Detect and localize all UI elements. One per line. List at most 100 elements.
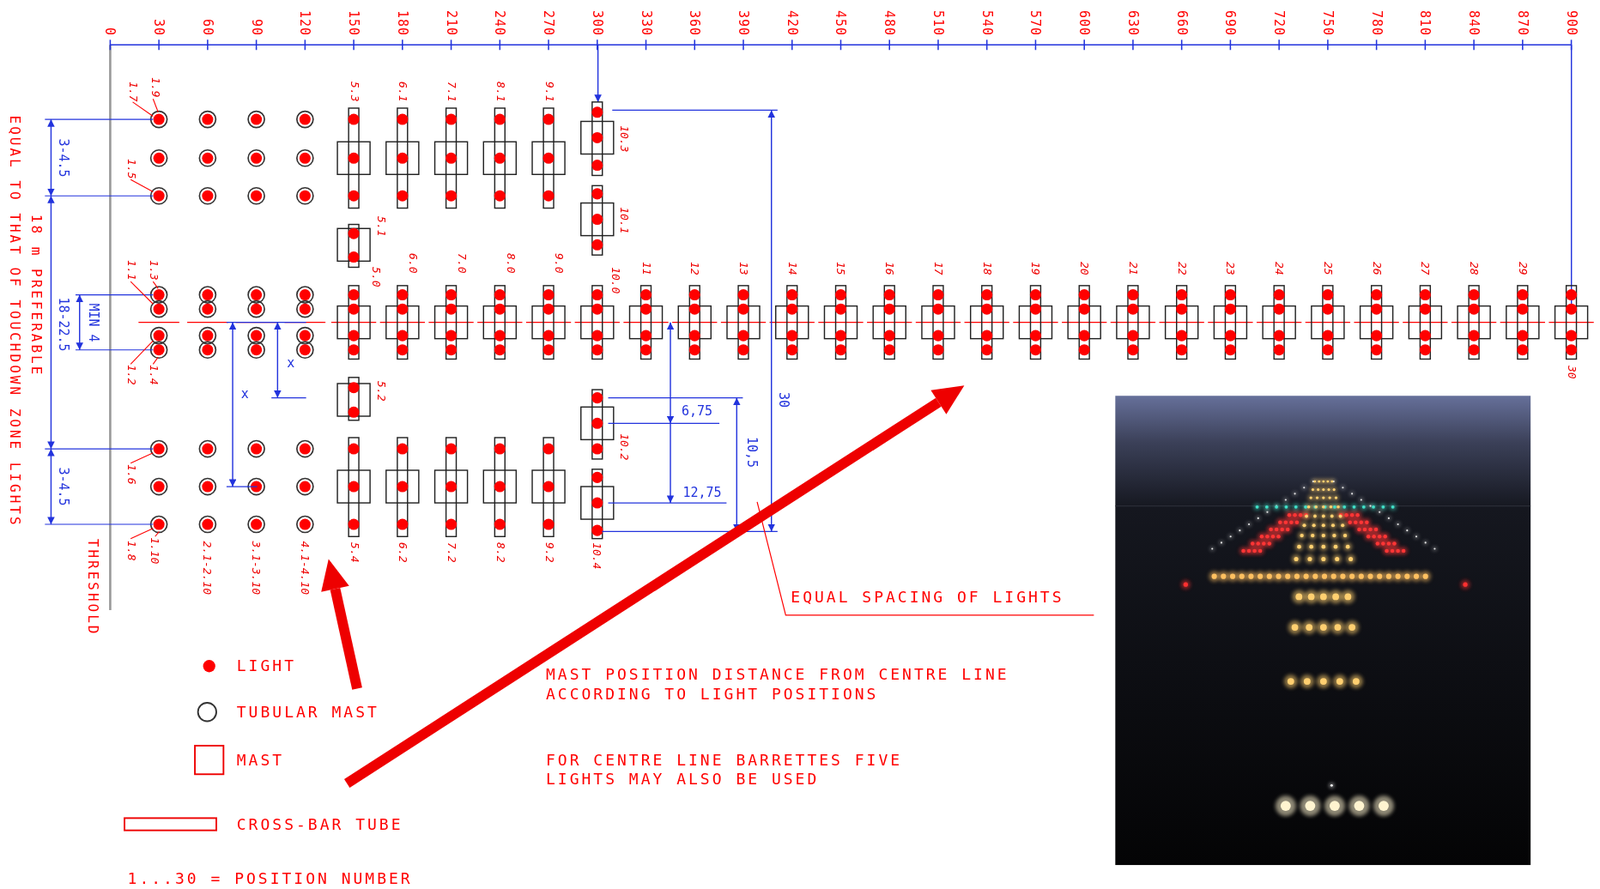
label-text: 720 bbox=[1271, 10, 1287, 37]
photo-light-halo bbox=[1395, 522, 1400, 527]
photo-light-halo bbox=[1300, 570, 1311, 582]
light bbox=[201, 330, 213, 342]
photo-light-halo bbox=[1351, 503, 1358, 511]
photo-light-halo bbox=[1326, 486, 1332, 492]
scale-tick bbox=[937, 39, 940, 50]
tubular-mast bbox=[199, 111, 216, 128]
tubular-mast bbox=[199, 150, 216, 167]
light bbox=[1127, 303, 1139, 316]
label-text: 30 bbox=[1564, 365, 1578, 380]
photo-light-halo bbox=[1316, 674, 1331, 689]
light bbox=[1516, 344, 1528, 356]
photo-light-halo bbox=[1333, 674, 1347, 689]
photo-light-halo bbox=[1300, 674, 1315, 689]
photo-light bbox=[1386, 574, 1392, 580]
label-text: 660 bbox=[1174, 10, 1190, 37]
photo-light-halo bbox=[1341, 590, 1356, 605]
label-text: 810 bbox=[1417, 10, 1433, 37]
position-number: 22 bbox=[1175, 261, 1189, 276]
photo-light bbox=[1284, 520, 1289, 525]
label-text: EQUAL TO THAT OF TOUCHDOWN ZONE LIGHTS bbox=[6, 115, 23, 528]
leader-line bbox=[152, 281, 158, 289]
light bbox=[299, 443, 311, 455]
light bbox=[1321, 344, 1334, 356]
dimension-line bbox=[597, 44, 599, 103]
photo-light bbox=[1390, 549, 1395, 554]
photo-light bbox=[1183, 582, 1188, 588]
dimension-label: 30 bbox=[775, 392, 792, 408]
cross-bar-tube bbox=[348, 285, 359, 360]
photo-light bbox=[1395, 549, 1400, 554]
dimension-label: x bbox=[286, 355, 295, 371]
light bbox=[250, 518, 262, 530]
label-text: 20 bbox=[1078, 261, 1091, 276]
light bbox=[1370, 303, 1382, 316]
light bbox=[591, 159, 603, 171]
distance-number: 0 bbox=[102, 27, 118, 37]
label-text: 210 bbox=[443, 10, 460, 37]
light bbox=[543, 518, 555, 530]
photo-light bbox=[1307, 505, 1311, 510]
distance-number: 570 bbox=[1027, 10, 1043, 37]
dimension-label: MIN 4 bbox=[84, 303, 101, 342]
photo-light-halo bbox=[1387, 516, 1391, 521]
label-text: 8.2 bbox=[493, 542, 507, 563]
distance-number: 90 bbox=[248, 18, 265, 37]
position-number: 16 bbox=[882, 261, 897, 276]
legend-sample bbox=[124, 818, 217, 831]
photo-light bbox=[1265, 505, 1269, 510]
extension-line bbox=[75, 349, 153, 351]
photo-light bbox=[1285, 527, 1291, 533]
distance-number: 630 bbox=[1125, 10, 1141, 37]
light bbox=[250, 114, 262, 126]
photo-light bbox=[1258, 549, 1263, 554]
photo-light bbox=[1261, 541, 1267, 546]
light bbox=[981, 303, 993, 316]
centre-line-mark bbox=[1110, 321, 1156, 323]
photo-light bbox=[1293, 492, 1296, 495]
photo-light-halo bbox=[1218, 570, 1229, 582]
photo-light bbox=[1333, 505, 1337, 510]
cross-bar-tube bbox=[689, 285, 700, 360]
light bbox=[1127, 344, 1139, 356]
photo-light bbox=[1364, 520, 1370, 525]
light bbox=[250, 190, 262, 202]
mast bbox=[337, 141, 370, 175]
light bbox=[543, 443, 555, 455]
label-text: 18 m PREFERABLE bbox=[28, 214, 45, 378]
cross-bar-tube bbox=[348, 437, 359, 537]
light bbox=[494, 518, 506, 530]
legend-text: TUBULAR MAST bbox=[236, 703, 380, 722]
position-number: 3.1-3.10 bbox=[249, 540, 264, 595]
photo-light-halo bbox=[1291, 570, 1303, 582]
dimension-label: 3-4.5 bbox=[55, 139, 72, 178]
centre-line-mark bbox=[1305, 321, 1351, 323]
light bbox=[348, 303, 360, 316]
leader-line bbox=[130, 179, 153, 192]
light bbox=[591, 392, 603, 404]
tubular-mast bbox=[248, 341, 265, 358]
light bbox=[250, 330, 262, 342]
photo-light-halo bbox=[1353, 511, 1362, 520]
photo-light bbox=[1332, 533, 1336, 538]
position-number: 7.2 bbox=[444, 542, 459, 563]
light bbox=[348, 114, 360, 126]
position-number: 9.1 bbox=[541, 81, 556, 102]
photo-light-halo bbox=[1346, 554, 1356, 564]
legend-sample bbox=[194, 745, 224, 775]
photo-light-halo bbox=[1254, 503, 1261, 511]
dimension-line bbox=[231, 322, 233, 487]
pointer-arrow-head bbox=[321, 558, 350, 592]
light bbox=[1419, 289, 1431, 301]
photo-light bbox=[1423, 574, 1429, 580]
cross-bar-tube bbox=[933, 285, 944, 360]
mast bbox=[581, 121, 614, 154]
position-number: 11 bbox=[639, 261, 654, 276]
photo-light bbox=[1308, 593, 1316, 600]
mast bbox=[386, 470, 419, 504]
photo-light bbox=[1303, 678, 1311, 685]
label-text: 11 bbox=[639, 261, 653, 276]
photo-light-halo bbox=[1333, 495, 1340, 502]
photo-light bbox=[1339, 513, 1344, 518]
photo-light-halo bbox=[1276, 518, 1285, 527]
